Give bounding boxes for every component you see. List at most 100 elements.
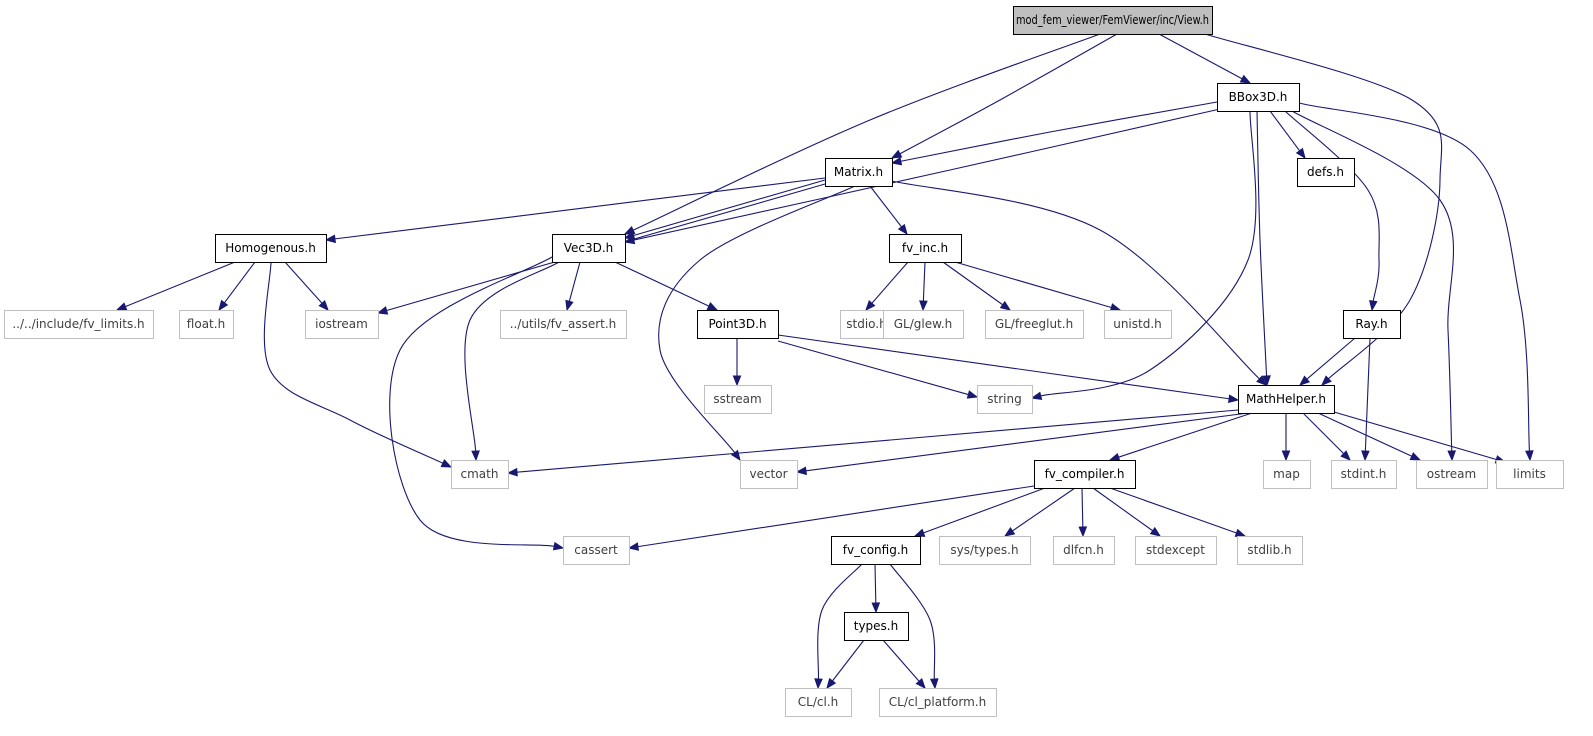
edge-mathhelper-to-map: [1281, 413, 1291, 462]
node-fvassert: ../utils/fv_assert.h: [500, 310, 627, 339]
edge-mathhelper-to-cmath: [506, 409, 1239, 477]
node-label: Point3D.h: [708, 317, 766, 331]
node-label: fv_inc.h: [902, 241, 948, 255]
node-box: [740, 460, 798, 489]
edge-arrowhead: [999, 300, 1012, 311]
edge-bbox3d-to-mathhelper: [1256, 110, 1271, 387]
node-box: [1104, 310, 1172, 339]
edge-line: [891, 180, 1260, 380]
node-box: [977, 385, 1033, 414]
edge-line: [464, 261, 560, 452]
edge-mathhelper-to-fvcompiler: [1108, 412, 1253, 462]
edge-arrowhead: [795, 466, 807, 476]
edge-line: [805, 412, 1249, 472]
edge-arrowhead: [1295, 147, 1306, 160]
edge-line: [1158, 33, 1243, 80]
edge-arrowhead: [318, 300, 329, 311]
node-box: [1217, 83, 1300, 112]
edge-arrowhead: [929, 678, 939, 690]
edge-arrowhead: [915, 678, 926, 690]
edge-view-to-vec3d: [623, 33, 1101, 235]
node-label: types.h: [854, 619, 898, 633]
edge-homogenous-to-cmath: [263, 261, 453, 468]
node-bbox3d[interactable]: BBox3D.h: [1217, 83, 1300, 112]
edge-arrowhead: [913, 528, 926, 537]
edge-arrowhead: [1239, 74, 1252, 84]
node-defs[interactable]: defs.h: [1297, 158, 1355, 187]
node-label: dlfcn.h: [1063, 543, 1104, 557]
edge-arrowhead: [1149, 526, 1162, 537]
node-box: [883, 310, 964, 339]
node-iostream: iostream: [305, 310, 379, 339]
edge-bbox3d-to-vec3d: [623, 108, 1221, 245]
node-fvconfig[interactable]: fv_config.h: [831, 536, 921, 565]
node-ray[interactable]: Ray.h: [1343, 310, 1401, 339]
node-vector: vector: [740, 460, 798, 489]
node-label: sstream: [713, 392, 761, 406]
node-floath: float.h: [179, 310, 234, 339]
node-fvcompiler[interactable]: fv_compiler.h: [1034, 460, 1136, 489]
edge-arrowhead: [1030, 391, 1043, 401]
edge-fvconfig-to-clcl: [814, 563, 863, 690]
edge-line: [1118, 412, 1253, 458]
edge-bbox3d-to-defs: [1269, 110, 1306, 160]
edge-line: [954, 261, 1112, 309]
node-fvlimits: ../../include/fv_limits.h: [4, 310, 154, 339]
node-stdexcept: stdexcept: [1135, 536, 1217, 565]
node-types[interactable]: types.h: [844, 612, 909, 641]
edge-line: [1269, 110, 1301, 152]
edges-layer: [115, 33, 1534, 690]
node-matrix[interactable]: Matrix.h: [825, 158, 893, 187]
node-label: stdint.h: [1341, 467, 1387, 481]
edge-bbox3d-to-limits: [1298, 102, 1534, 462]
edge-line: [1333, 411, 1497, 461]
node-vec3d[interactable]: Vec3D.h: [552, 234, 626, 263]
edge-homogenous-to-iostream: [284, 261, 329, 311]
node-stdlib: stdlib.h: [1237, 536, 1303, 565]
node-box: [179, 310, 234, 339]
node-stdint: stdint.h: [1331, 460, 1397, 489]
edge-line: [889, 563, 936, 680]
edge-fvinc-to-unistd: [954, 261, 1122, 312]
node-point3d[interactable]: Point3D.h: [697, 310, 779, 339]
node-mathhelper[interactable]: MathHelper.h: [1238, 385, 1335, 414]
edge-line: [263, 261, 444, 464]
node-box: [879, 688, 997, 717]
edge-fvinc-to-stdio: [865, 261, 909, 312]
node-view[interactable]: mod_fem_viewer/FemViewer/inc/View.h: [1013, 6, 1213, 35]
node-box: [1496, 460, 1564, 489]
edge-arrowhead: [1321, 375, 1332, 386]
edge-bbox3d-to-ostream: [1291, 110, 1457, 462]
edge-view-to-matrix: [890, 33, 1118, 159]
edge-ray-to-stdint: [1361, 337, 1371, 462]
edge-arrowhead: [218, 299, 229, 312]
edge-line: [777, 340, 969, 396]
node-string: string: [977, 385, 1033, 414]
edge-arrowhead: [1234, 528, 1247, 537]
edge-bbox3d-to-string: [1030, 110, 1257, 401]
node-label: Homogenous.h: [225, 241, 316, 255]
node-fvinc[interactable]: fv_inc.h: [889, 234, 962, 263]
edge-arrowhead: [552, 541, 565, 551]
edge-arrowhead: [376, 306, 389, 315]
edge-vec3d-to-cassert: [389, 256, 565, 551]
node-limits: limits: [1496, 460, 1564, 489]
edge-view-to-bbox3d: [1158, 33, 1252, 84]
node-label: ../../include/fv_limits.h: [12, 317, 144, 331]
edge-fvcompiler-to-stdexcept: [1092, 487, 1162, 537]
edge-fvconfig-to-types: [871, 563, 881, 614]
edge-vec3d-to-fvassert: [565, 261, 581, 312]
node-label: BBox3D.h: [1229, 90, 1288, 104]
edge-bbox3d-to-ray: [1284, 110, 1380, 312]
edge-line: [1298, 102, 1530, 452]
node-unistd: unistd.h: [1104, 310, 1172, 339]
node-homogenous[interactable]: Homogenous.h: [215, 234, 327, 263]
node-box: [1331, 460, 1397, 489]
edge-arrowhead: [1003, 527, 1016, 537]
edge-arrowhead: [1340, 450, 1351, 461]
nodes-layer: mod_fem_viewer/FemViewer/inc/View.hBBox3…: [4, 6, 1564, 717]
edge-line: [223, 261, 256, 304]
edge-arrowhead: [966, 390, 979, 399]
edge-line: [1317, 412, 1413, 457]
edge-arrowhead: [865, 300, 876, 312]
